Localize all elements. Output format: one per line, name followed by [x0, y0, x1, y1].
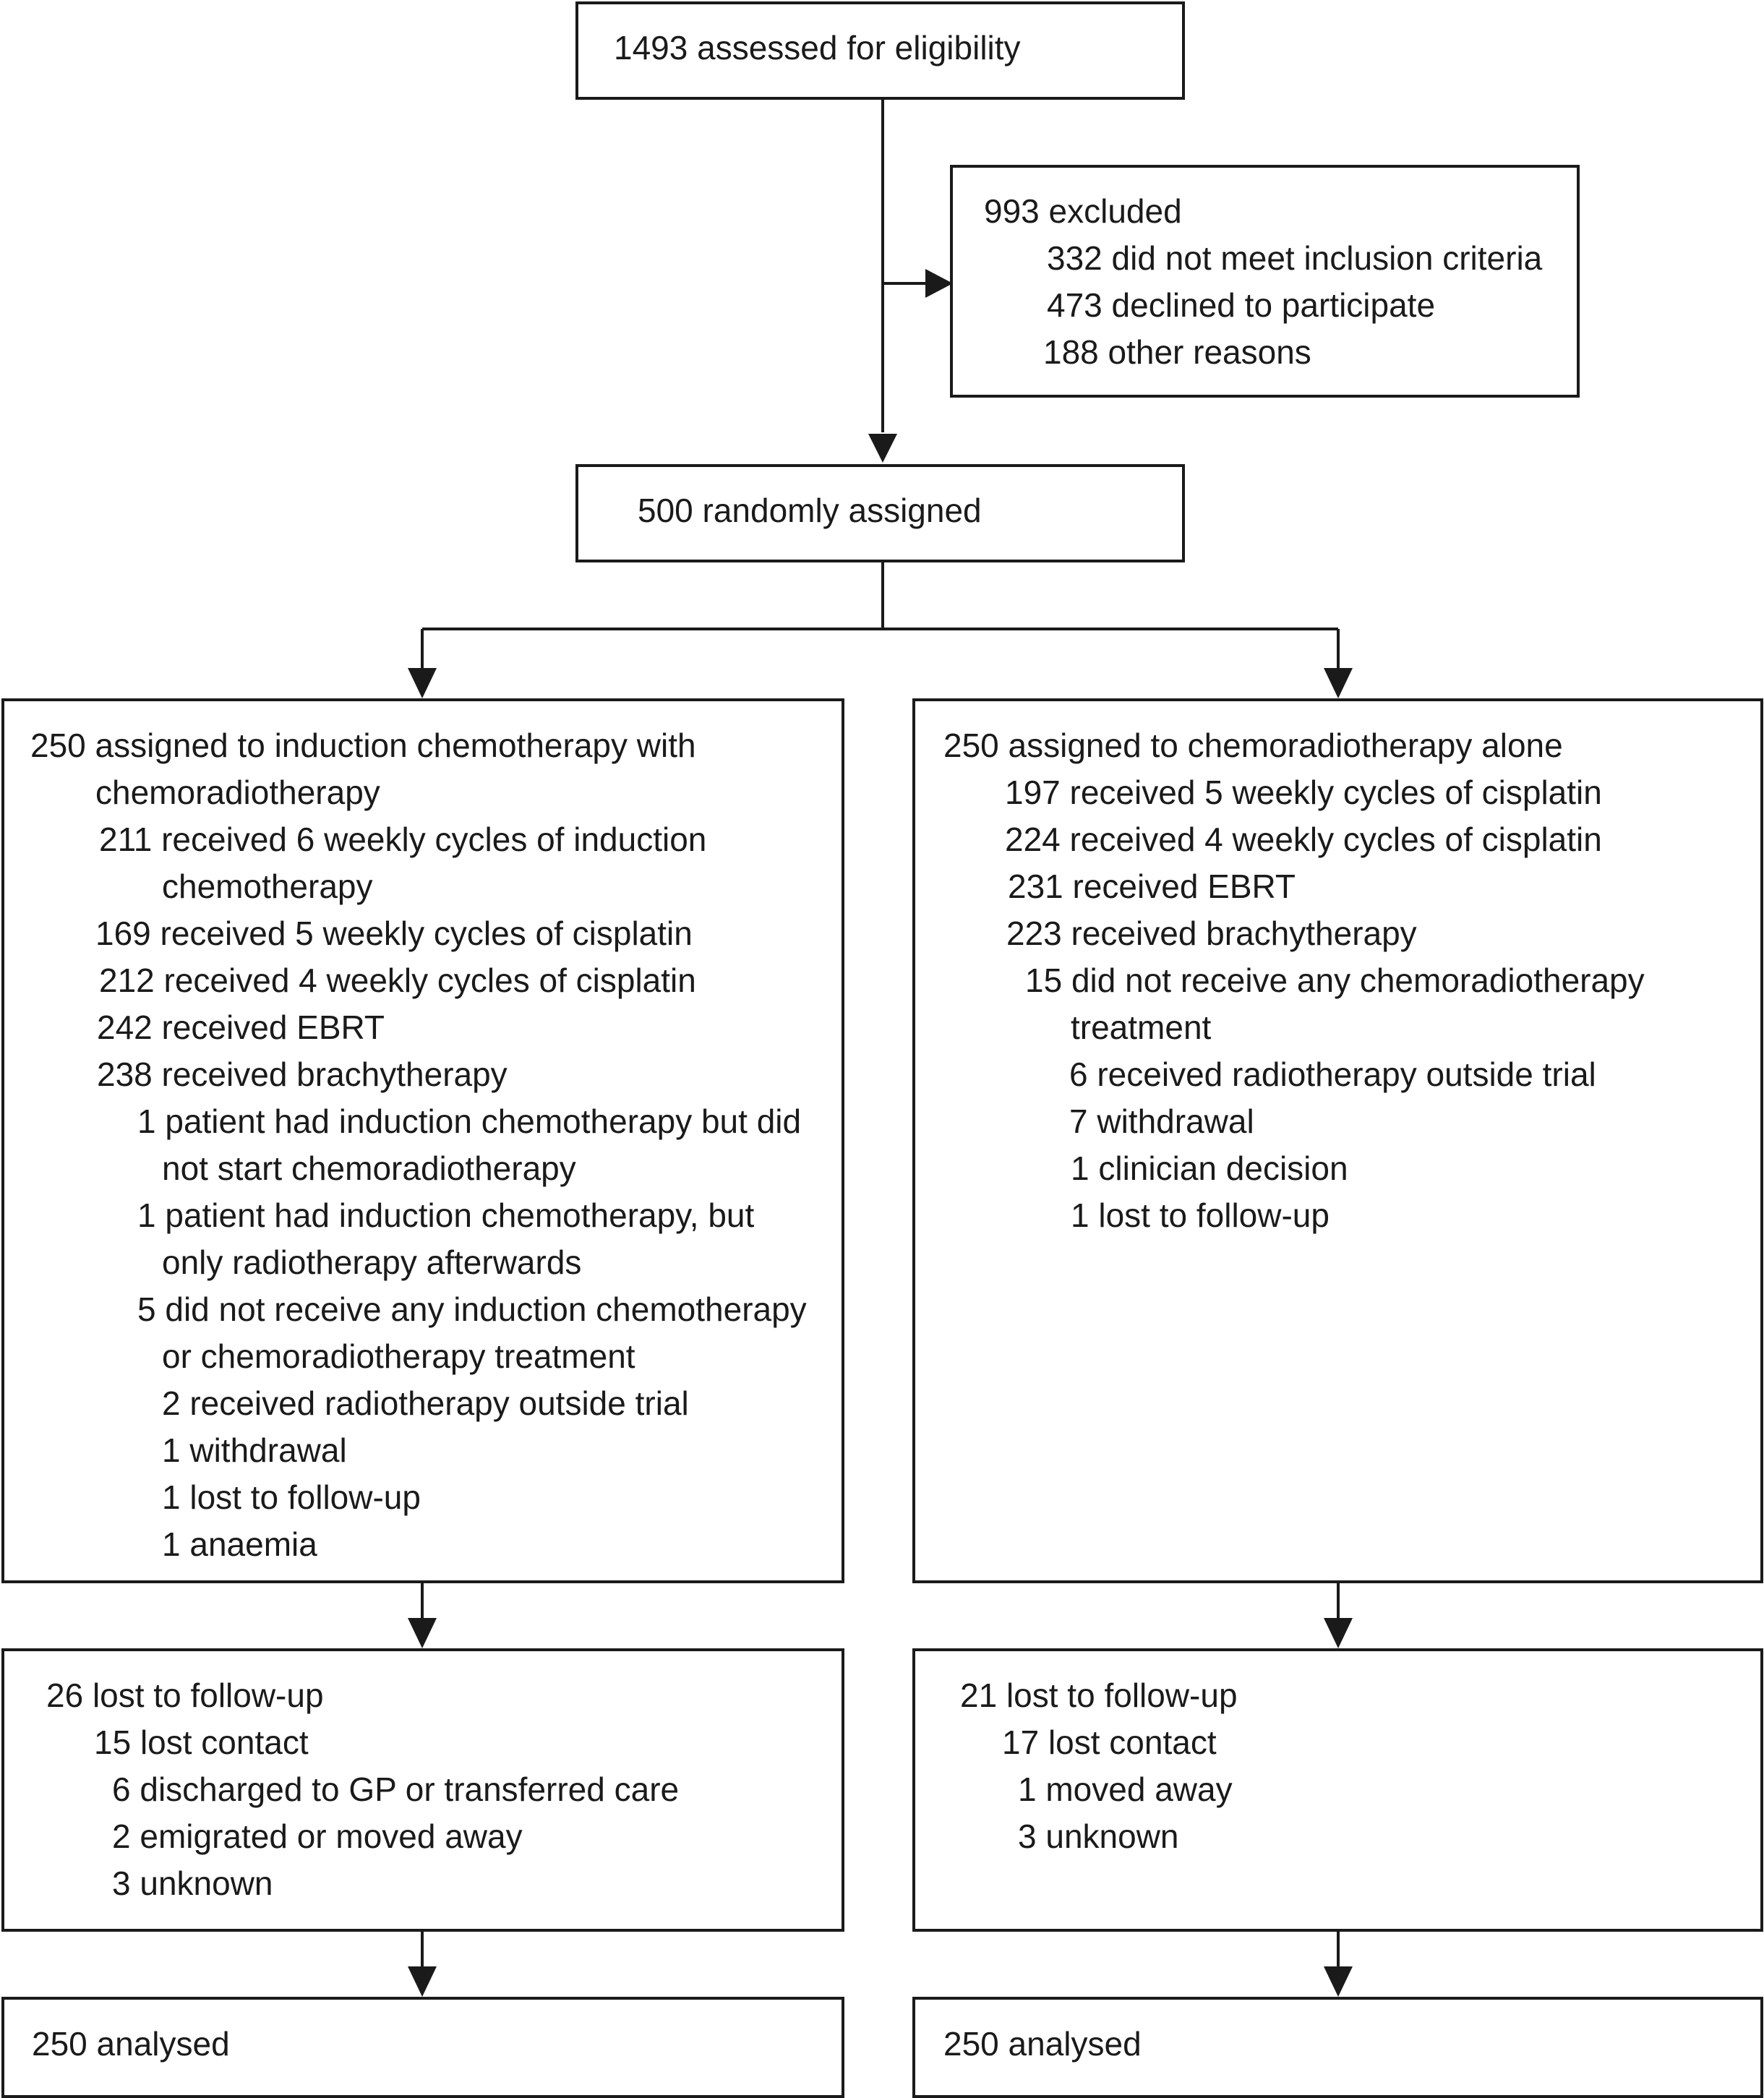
right-allocation-line: 197 received 5 weekly cycles of cisplati… — [1005, 774, 1602, 811]
right-followup-line: 21 lost to follow-up — [960, 1677, 1238, 1714]
randomised-box — [575, 464, 1185, 562]
left-allocation-line: 238 received brachytherapy — [97, 1056, 508, 1093]
arrowhead-right-allocation — [1324, 668, 1353, 698]
left-allocation-line: 212 received 4 weekly cycles of cisplati… — [99, 962, 696, 999]
left-followup-line: 2 emigrated or moved away — [112, 1817, 523, 1855]
left-allocation-line: 211 received 6 weekly cycles of inductio… — [99, 821, 707, 858]
right-allocation-line: 6 received radiotherapy outside trial — [1069, 1056, 1596, 1093]
right-allocation-line: 1 clinician decision — [1071, 1149, 1348, 1187]
right-allocation-line: 223 received brachytherapy — [1006, 915, 1417, 952]
left-allocation-line: 242 received EBRT — [97, 1009, 385, 1046]
left-allocation-line: chemoradiotherapy — [95, 774, 380, 811]
right-analysed-text: 250 analysed — [943, 2025, 1142, 2063]
left-allocation-line: 1 withdrawal — [162, 1431, 347, 1469]
arrowhead-left-analysed — [408, 1966, 437, 1997]
left-allocation-line: or chemoradiotherapy treatment — [162, 1337, 635, 1375]
arrowhead-right-analysed — [1324, 1966, 1353, 1997]
left-followup-line: 3 unknown — [112, 1864, 273, 1902]
left-followup-line: 6 discharged to GP or transferred care — [112, 1771, 680, 1808]
left-allocation-line: 250 assigned to induction chemotherapy w… — [30, 727, 696, 764]
left-allocation-line: 1 patient had induction chemotherapy, bu… — [137, 1196, 755, 1234]
excluded-box — [950, 165, 1580, 398]
arrowhead-randomised — [868, 434, 897, 463]
left-allocation-box — [1, 698, 844, 1583]
excluded-reason: 188 other reasons — [1043, 333, 1311, 371]
left-analysed-text: 250 analysed — [32, 2025, 230, 2063]
left-followup-box — [1, 1648, 844, 1932]
right-allocation-line: 7 withdrawal — [1069, 1102, 1254, 1140]
right-followup-line: 1 moved away — [1018, 1771, 1233, 1808]
right-allocation-line: treatment — [1071, 1009, 1212, 1046]
left-allocation-line: 1 patient had induction chemotherapy but… — [137, 1102, 802, 1140]
left-followup-line: 26 lost to follow-up — [46, 1677, 324, 1714]
left-allocation-line: chemotherapy — [162, 868, 373, 905]
right-allocation-line: 224 received 4 weekly cycles of cisplati… — [1005, 821, 1602, 858]
right-allocation-box — [912, 698, 1763, 1583]
left-followup-line: 15 lost contact — [94, 1724, 309, 1761]
randomised-text: 500 randomly assigned — [638, 492, 982, 529]
left-allocation-line: 1 lost to follow-up — [162, 1478, 421, 1516]
arrowhead-left-allocation — [408, 668, 437, 698]
right-followup-box — [912, 1648, 1763, 1932]
left-allocation-line: only radiotherapy afterwards — [162, 1243, 582, 1281]
left-allocation-line: 169 received 5 weekly cycles of cisplati… — [95, 915, 693, 952]
arrowhead-right-followup — [1324, 1618, 1353, 1648]
arrowhead-left-followup — [408, 1618, 437, 1648]
right-followup-line: 17 lost contact — [1002, 1724, 1217, 1761]
right-followup-line: 3 unknown — [1018, 1817, 1179, 1855]
arrowhead-excluded — [925, 269, 953, 298]
excluded-total: 993 excluded — [984, 192, 1182, 230]
excluded-reason: 332 did not meet inclusion criteria — [1047, 239, 1543, 277]
assessed-text: 1493 assessed for eligibility — [614, 29, 1021, 67]
left-allocation-line: 2 received radiotherapy outside trial — [162, 1384, 689, 1422]
left-allocation-line: 5 did not receive any induction chemothe… — [137, 1290, 807, 1328]
excluded-reason: 473 declined to participate — [1047, 286, 1436, 324]
right-allocation-line: 15 did not receive any chemoradiotherapy — [1025, 962, 1645, 999]
right-allocation-line: 1 lost to follow-up — [1071, 1196, 1330, 1234]
assessed-box — [575, 1, 1185, 100]
right-allocation-line: 231 received EBRT — [1008, 868, 1296, 905]
left-allocation-line: 1 anaemia — [162, 1525, 317, 1563]
left-allocation-line: not start chemoradiotherapy — [162, 1149, 576, 1187]
right-allocation-line: 250 assigned to chemoradiotherapy alone — [943, 727, 1563, 764]
